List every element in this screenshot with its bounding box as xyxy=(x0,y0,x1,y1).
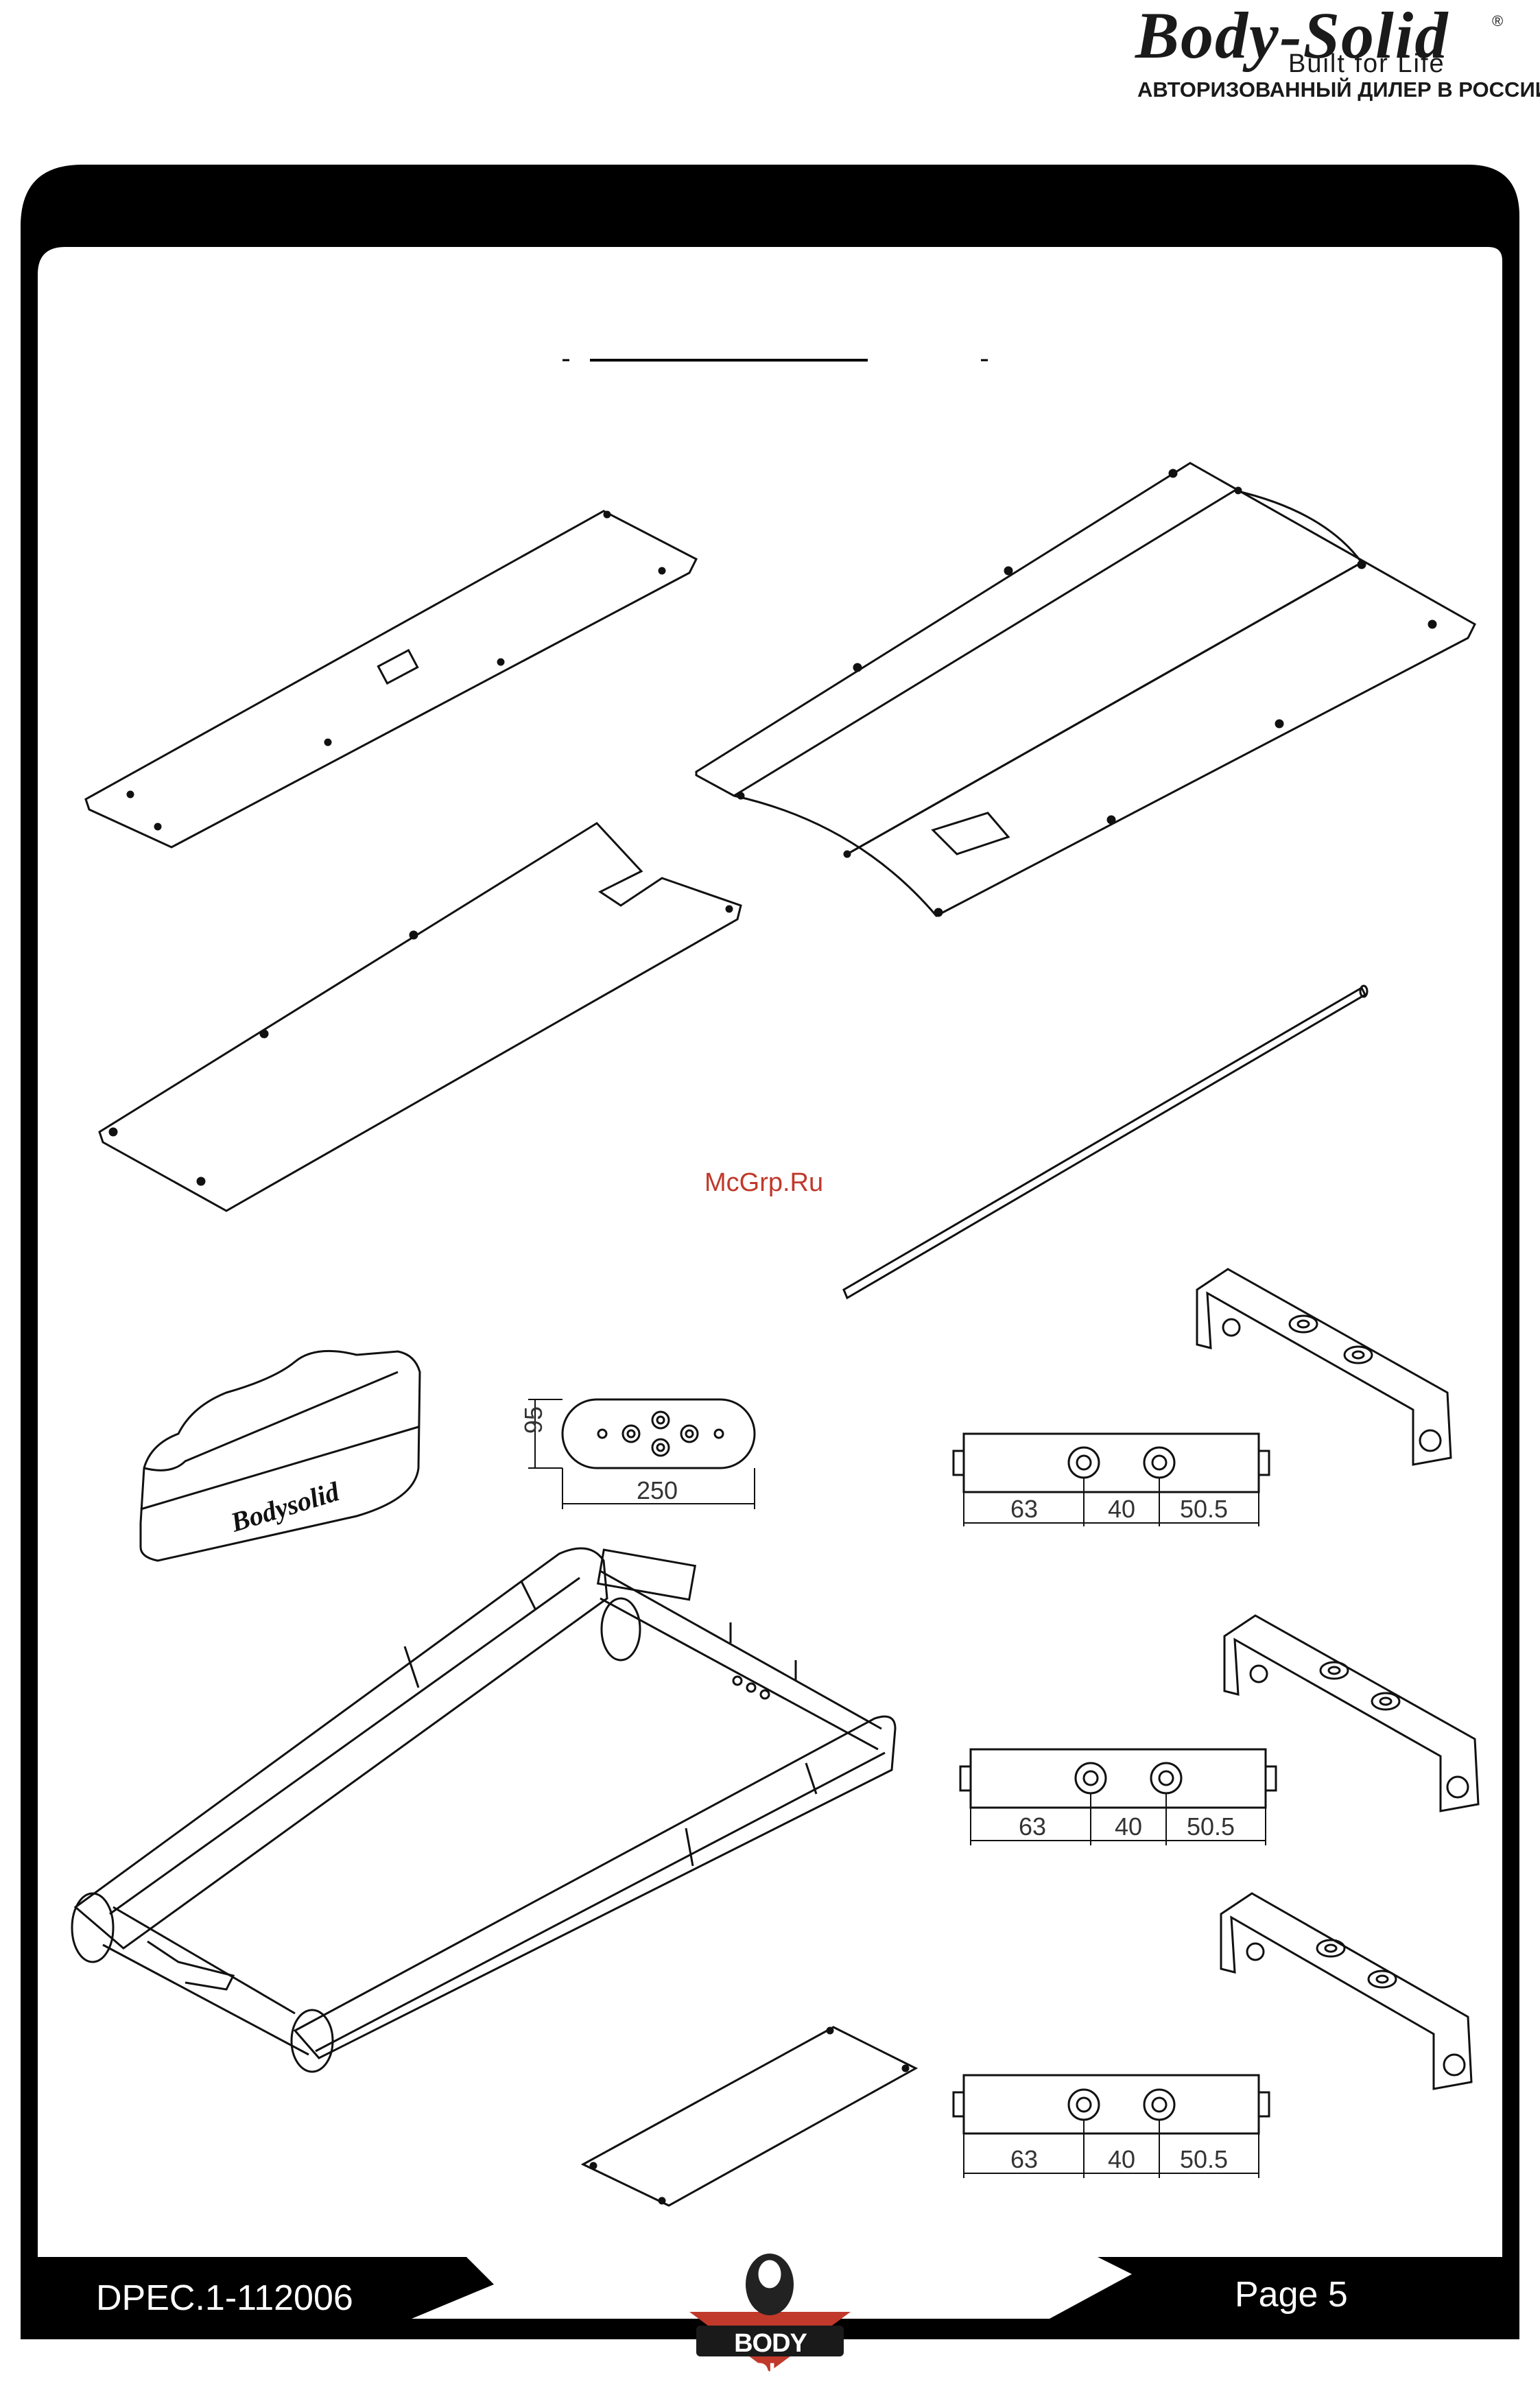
watermark: McGrp.Ru xyxy=(704,1168,823,1198)
bracket-iso-3 xyxy=(1221,1893,1471,2089)
footer-logo-text: BODY SOLID xyxy=(694,2329,846,2388)
bracket-iso-1 xyxy=(1197,1269,1451,1465)
pad-height-dim: 95 xyxy=(519,1406,547,1434)
bracket-2-dim-b: 40 xyxy=(1115,1812,1142,1841)
bracket-3-dim-a: 63 xyxy=(1010,2145,1038,2173)
page-number: Page 5 xyxy=(1235,2274,1348,2315)
bracket-3-dim-c: 50.5 xyxy=(1180,2145,1228,2173)
logo-cap: Bodysolid xyxy=(141,1351,420,1561)
cover-panel-lower-left xyxy=(99,823,741,1211)
cover-panel-upper-left xyxy=(86,511,696,847)
bracket-2-dim-c: 50.5 xyxy=(1187,1812,1235,1841)
bracket-1-dim-b: 40 xyxy=(1108,1495,1135,1523)
support-rod xyxy=(844,986,1367,1298)
svg-text:Bodysolid: Bodysolid xyxy=(226,1476,343,1538)
bottom-plate xyxy=(583,2027,916,2206)
bracket-iso-2 xyxy=(1224,1616,1478,1811)
bracket-1-dim-a: 63 xyxy=(1010,1495,1038,1523)
bracket-2-dim-a: 63 xyxy=(1019,1812,1046,1841)
pad-width-dim: 250 xyxy=(637,1476,678,1504)
doc-code: DPEC.1-112006 xyxy=(96,2278,353,2319)
main-frame xyxy=(72,1548,895,2072)
bracket-3-dim-b: 40 xyxy=(1108,2145,1135,2173)
bracket-1-dim-c: 50.5 xyxy=(1180,1495,1228,1523)
motor-shroud xyxy=(696,463,1475,916)
